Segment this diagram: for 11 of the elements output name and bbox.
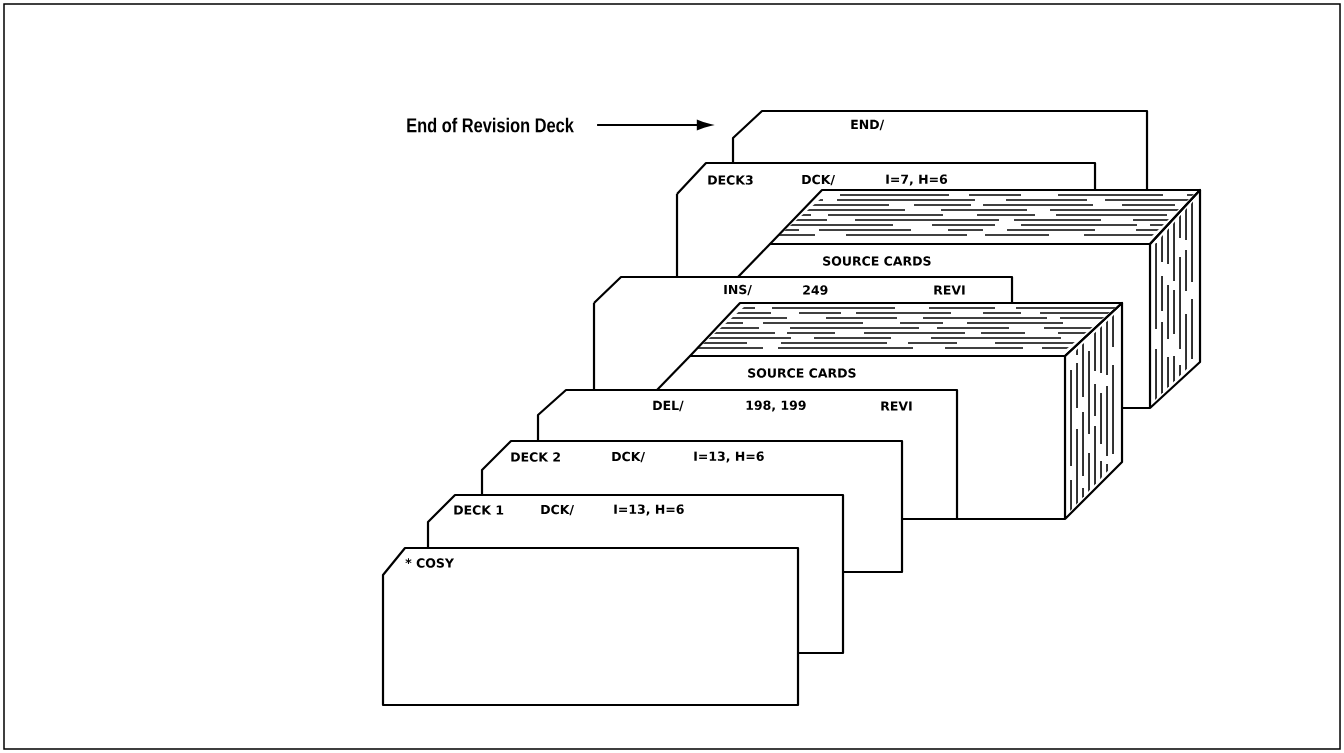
punched-card: DECK 1 DCK/ I=13, H=6: [426, 493, 845, 548]
punched-card: INS/ 249 REVI: [593, 275, 1014, 304]
punched-card: * COSY: [381, 546, 800, 707]
node-label: SOURCE CARDS: [748, 368, 856, 378]
punched-card: DECK3 DCK/ I=7, H=6: [676, 161, 1097, 195]
node-label: SOURCE CARDS: [823, 256, 931, 266]
punched-card: DEL/ 198, 199 REVI: [536, 388, 959, 441]
punched-card: END/: [731, 109, 1149, 163]
caption-text: End of Revision Deck: [407, 117, 574, 133]
punched-card: DECK 2 DCK/ I=13, H=6: [480, 439, 904, 495]
arrow: [596, 120, 712, 130]
